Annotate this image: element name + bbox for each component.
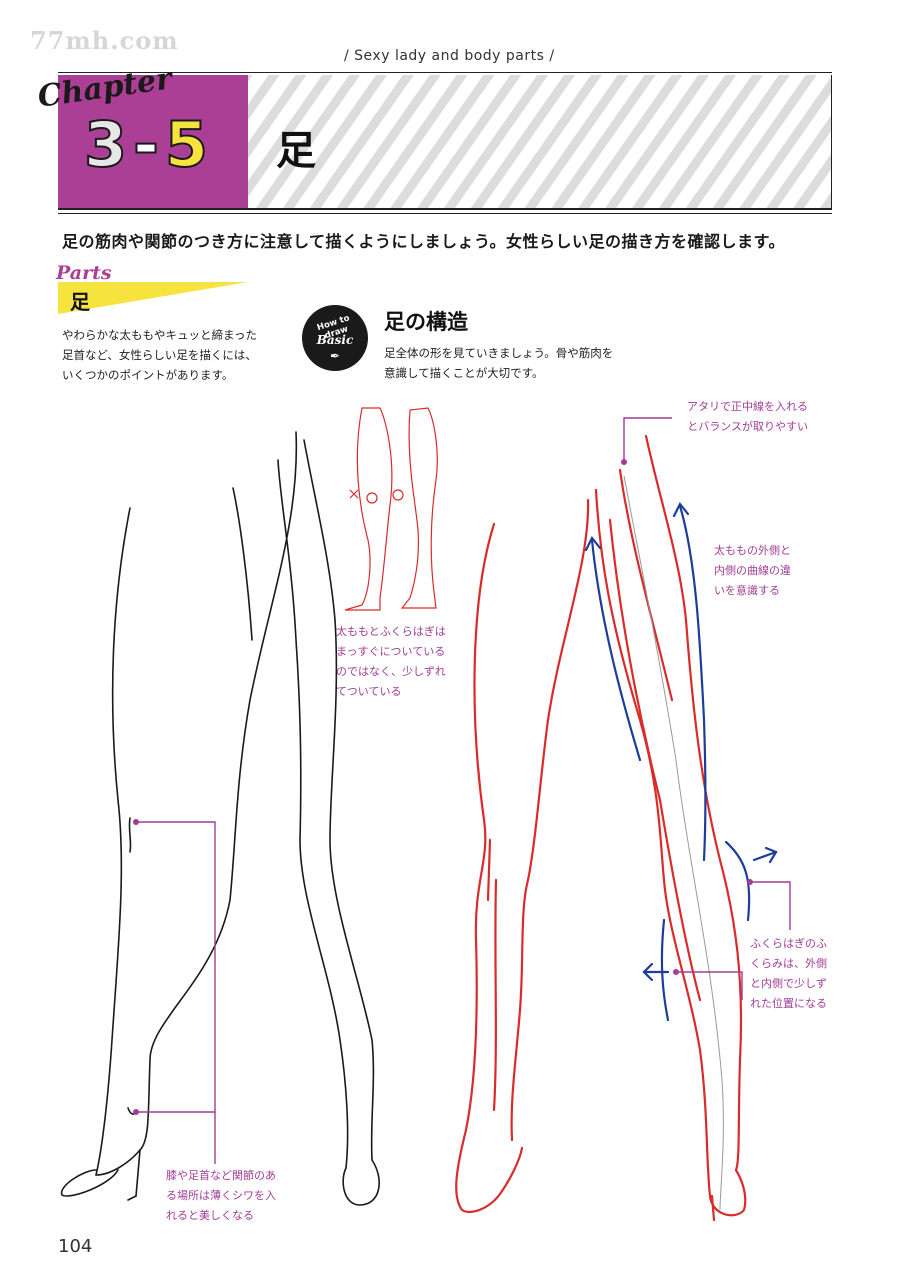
chapter-rule-thin — [58, 213, 832, 214]
center-guide-lines — [623, 475, 724, 1211]
note-line: のではなく、少しずれ — [336, 665, 446, 678]
watermark: 77mh.com — [30, 26, 179, 55]
callout-leader-lines — [136, 417, 791, 1164]
note-line: れた位置になる — [750, 997, 827, 1010]
callout-dots — [133, 459, 753, 1115]
front-legs-lineart — [61, 431, 380, 1206]
note-center-line: アタリで正中線を入れる とバランスが取りやすい — [678, 397, 808, 437]
running-header-text: / Sexy lady and body parts / — [344, 48, 555, 64]
note-knee-ankle: 膝や足首など関節のあ る場所は薄くシワを入 れると美しくなる — [166, 1166, 276, 1226]
chapter-rule-thick — [58, 208, 832, 210]
note-line: 太ももとふくらはぎは — [336, 625, 446, 638]
section-title: 足の構造 — [384, 310, 468, 334]
note-line: とバランスが取りやすい — [687, 420, 808, 433]
note-line: 膝や足首など関節のあ — [166, 1169, 276, 1182]
header-rule — [58, 72, 832, 73]
red-legs-drawing — [455, 434, 747, 1222]
parts-label: 足 — [70, 290, 90, 314]
parts-script-label: Parts — [56, 262, 112, 284]
note-outer-inner: 太ももの外側と 内側の曲線の違 いを意識する — [714, 541, 791, 601]
chapter-number: 3-5 — [83, 107, 211, 182]
note-calf-bulge: ふくらはぎのふ くらみは、外側 と内側で少しず れた位置になる — [750, 934, 827, 1014]
badge-basic-text: Basic — [316, 333, 354, 347]
intro-text: 足の筋肉や関節のつき方に注意して描くようにしましょう。女性らしい足の描き方を確認… — [62, 232, 785, 251]
how-to-draw-badge — [302, 305, 368, 371]
note-line: てついている — [336, 685, 402, 698]
note-line: と内側で少しず — [750, 977, 827, 990]
chapter-title-band — [248, 75, 832, 208]
note-line: る場所は薄くシワを入 — [166, 1189, 276, 1202]
note-line: 内側の曲線の違 — [714, 564, 791, 577]
small-red-sketch — [344, 407, 438, 611]
note-line: 太ももの外側と — [714, 544, 791, 557]
page-number: 104 — [58, 1236, 93, 1257]
note-line: まっすぐについている — [336, 645, 446, 658]
parts-ribbon — [58, 282, 248, 314]
chapter-title: 足 — [276, 128, 316, 174]
note-line: ふくらはぎのふ — [750, 937, 827, 950]
note-line: れると美しくなる — [166, 1209, 254, 1222]
chapter-number-minor: 5 — [164, 107, 211, 182]
section-description: 足全体の形を見ていきましょう。骨や筋肉を意識して描くことが大切です。 — [384, 346, 614, 380]
note-thigh-calf: 太ももとふくらはぎは まっすぐについている のではなく、少しずれ てついている — [336, 622, 446, 702]
chapter-number-box — [58, 75, 248, 208]
parts-description: やわらかな太ももやキュッと締まった足首など、女性らしい足を描くには、いくつかのポ… — [62, 328, 258, 382]
blue-direction-curves — [584, 501, 778, 1022]
note-line: アタリで正中線を入れる — [687, 400, 808, 413]
chapter-number-dash: - — [132, 107, 161, 182]
chapter-number-major: 3 — [83, 107, 130, 182]
note-line: いを意識する — [714, 584, 780, 597]
pen-nib-icon: ✒ — [330, 349, 341, 363]
note-line: くらみは、外側 — [750, 957, 827, 970]
